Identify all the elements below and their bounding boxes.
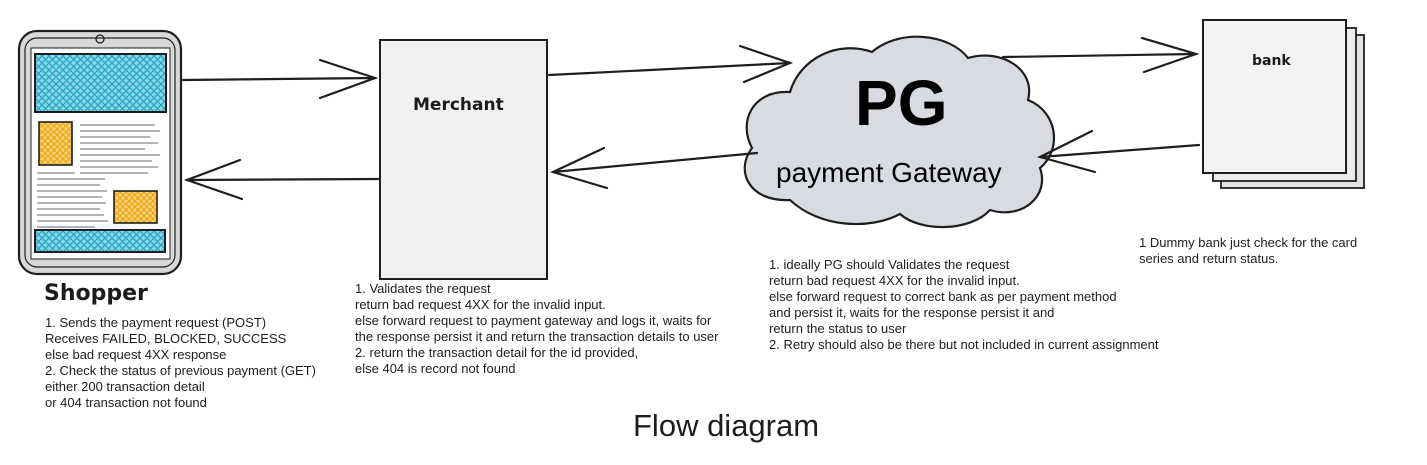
phone-camera-icon	[95, 34, 105, 44]
merchant-box	[379, 39, 548, 280]
bank-stack	[1202, 19, 1365, 189]
shopper-label: Shopper	[44, 281, 148, 306]
pg-sublabel: payment Gateway	[776, 157, 1002, 188]
arrow-merchant-to-pg	[547, 44, 794, 84]
shopper-note: 1. Sends the payment request (POST) Rece…	[45, 315, 316, 410]
arrow-pg-to-bank	[1001, 36, 1200, 74]
photo-placeholder-icon	[113, 190, 158, 224]
pg-cloud	[743, 35, 1056, 229]
pg-label: PG	[855, 67, 948, 139]
merchant-label: Merchant	[413, 95, 504, 115]
lorem-text-lines	[37, 124, 160, 228]
footer-banner-icon	[34, 229, 166, 253]
diagram-title: Flow diagram	[633, 408, 820, 443]
arrow-shopper-to-merchant	[181, 58, 379, 100]
bank-label: bank	[1252, 53, 1291, 69]
merchant-note: 1. Validates the request return bad requ…	[355, 281, 719, 376]
photo-placeholder-icon	[38, 121, 73, 166]
banner-image-icon	[34, 53, 167, 113]
pg-note: 1. ideally PG should Validates the reque…	[769, 257, 1159, 352]
arrow-bank-to-pg	[1036, 129, 1201, 174]
arrow-merchant-to-shopper	[183, 158, 380, 201]
arrow-pg-to-merchant	[549, 146, 759, 190]
bank-note: 1 Dummy bank just check for the card ser…	[1139, 235, 1358, 266]
shopper-phone	[17, 29, 183, 276]
